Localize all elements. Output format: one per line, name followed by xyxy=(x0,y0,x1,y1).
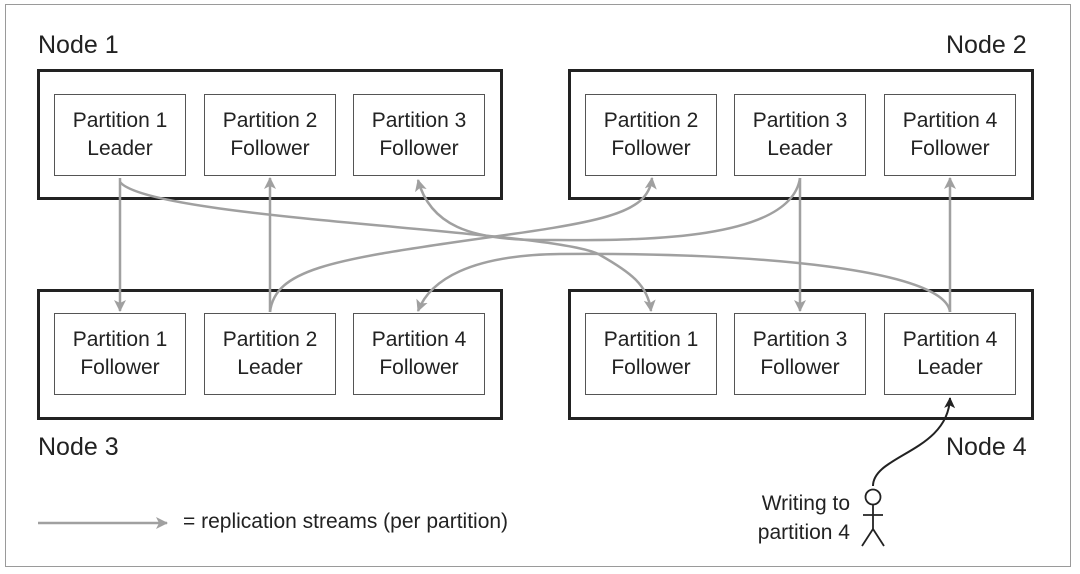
partition-title: Partition 2 xyxy=(603,109,699,132)
node-4-partition-4: Partition 4 Leader xyxy=(884,313,1016,395)
partition-title: Partition 1 xyxy=(72,109,168,132)
partition-role: Leader xyxy=(917,356,983,379)
node-1-partition-1: Partition 1 Leader xyxy=(54,94,186,176)
partition-role: Leader xyxy=(87,137,153,160)
partition-role: Follower xyxy=(760,356,840,379)
partition-role: Leader xyxy=(767,137,833,160)
writer-caption: Writing to partition 4 xyxy=(738,489,850,547)
node-3-label: Node 3 xyxy=(38,433,119,461)
writer-line-2: partition 4 xyxy=(757,521,850,544)
node-1-partition-3: Partition 3 Follower xyxy=(353,94,485,176)
partition-role: Follower xyxy=(230,137,310,160)
node-1-label: Node 1 xyxy=(38,31,119,59)
partition-role: Follower xyxy=(379,356,459,379)
partition-title: Partition 1 xyxy=(603,328,699,351)
legend-label: = replication streams (per partition) xyxy=(183,510,509,533)
partition-title: Partition 2 xyxy=(222,109,318,132)
node-2-partition-3: Partition 3 Leader xyxy=(734,94,866,176)
figure-frame xyxy=(5,4,1071,567)
writer-line-1: Writing to xyxy=(761,492,850,515)
node-3-partition-2: Partition 2 Leader xyxy=(204,313,336,395)
node-4-label: Node 4 xyxy=(946,433,1027,461)
node-2-partition-4: Partition 4 Follower xyxy=(884,94,1016,176)
partition-title: Partition 2 xyxy=(222,328,318,351)
partition-title: Partition 4 xyxy=(371,328,467,351)
node-4-partition-3: Partition 3 Follower xyxy=(734,313,866,395)
partition-role: Follower xyxy=(379,137,459,160)
partition-title: Partition 4 xyxy=(902,109,998,132)
node-2-label: Node 2 xyxy=(946,31,1027,59)
node-4-partition-1: Partition 1 Follower xyxy=(585,313,717,395)
partition-role: Leader xyxy=(237,356,303,379)
partition-role: Follower xyxy=(910,137,990,160)
partition-title: Partition 3 xyxy=(752,328,848,351)
node-1-partition-2: Partition 2 Follower xyxy=(204,94,336,176)
partition-title: Partition 3 xyxy=(371,109,467,132)
partition-role: Follower xyxy=(611,356,691,379)
partition-title: Partition 3 xyxy=(752,109,848,132)
node-3-partition-4: Partition 4 Follower xyxy=(353,313,485,395)
partition-role: Follower xyxy=(611,137,691,160)
node-2-partition-2: Partition 2 Follower xyxy=(585,94,717,176)
partition-role: Follower xyxy=(80,356,160,379)
node-3-partition-1: Partition 1 Follower xyxy=(54,313,186,395)
partition-title: Partition 4 xyxy=(902,328,998,351)
partition-title: Partition 1 xyxy=(72,328,168,351)
